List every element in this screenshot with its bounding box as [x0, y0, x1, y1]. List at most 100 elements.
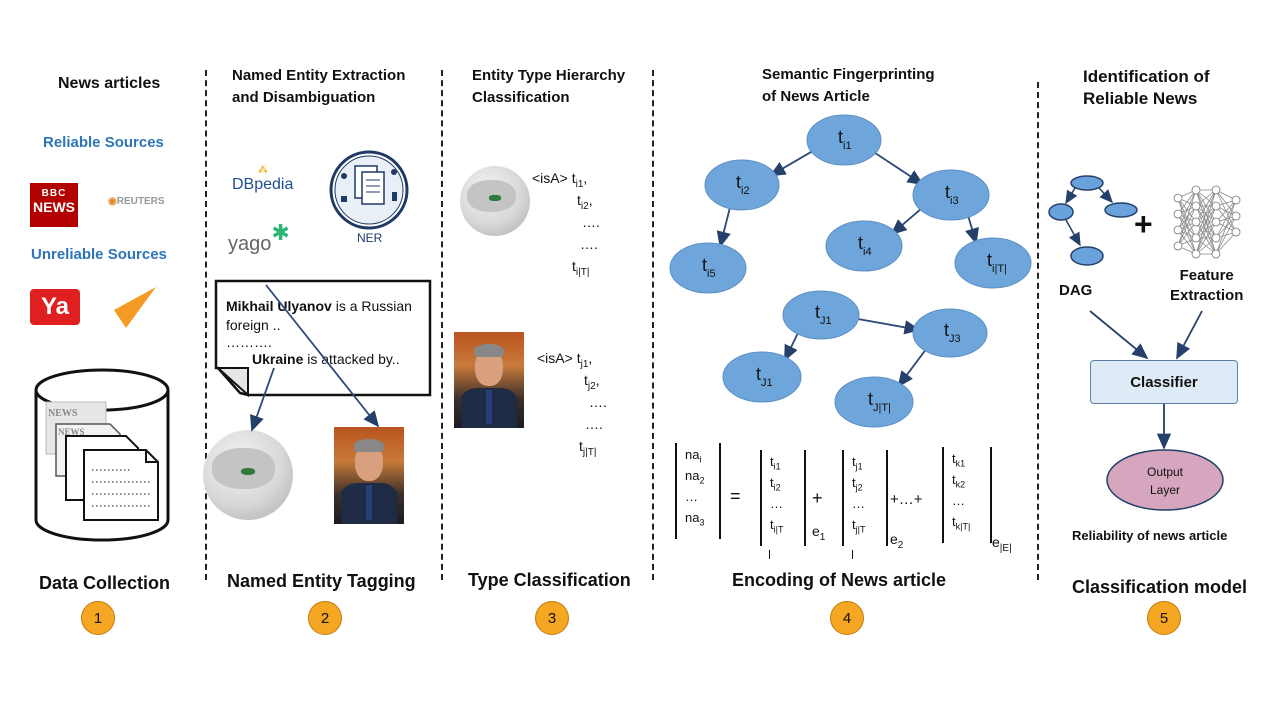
bbc-logo-bottom: NEWS — [33, 199, 75, 215]
feature-extraction-label: Feature Extraction — [1170, 266, 1243, 306]
vector-e3-entry: tk2 — [952, 472, 966, 490]
bbc-logo-top: BBC — [41, 188, 67, 199]
stage-5-title: Classification model — [1072, 577, 1248, 597]
list-j-type-row: …. — [585, 416, 603, 432]
dag-node-tiT: ti|T| — [954, 237, 1032, 289]
news-articles-heading: News articles — [58, 75, 161, 92]
svg-text:NEWS: NEWS — [58, 427, 85, 437]
type-hierarchy-heading: Entity Type Hierarchy Classification — [472, 65, 625, 109]
nn-neuron — [1191, 249, 1201, 259]
dag-edge — [769, 148, 816, 177]
vector-na-entry: … — [685, 489, 698, 504]
yago-logo: yago✱ — [228, 220, 290, 256]
list-j-isa-label: <isA> — [537, 350, 577, 366]
vector-e1-entry: ti|T — [770, 517, 784, 535]
output-layer-label: Output Layer — [1107, 463, 1223, 499]
vector-e3-entry: tk1 — [952, 451, 966, 469]
dag-edge — [716, 206, 731, 248]
dag-node-label: ti2 — [736, 172, 750, 197]
stage-4-title: Encoding of News article — [732, 570, 947, 590]
output-label-line2: Layer — [1149, 483, 1181, 497]
tick-1 — [769, 550, 770, 559]
tick-2 — [852, 550, 853, 559]
callout-text-2: is attacked by.. — [303, 351, 400, 367]
separator-1 — [205, 70, 207, 580]
dag-node-label: ti1 — [838, 127, 852, 152]
vector-e1-entry: ti1 — [770, 454, 781, 472]
list-i-isa-label: <isA> — [532, 170, 572, 186]
dag-node-label: ti5 — [702, 255, 716, 280]
ner-label: NER — [357, 231, 383, 245]
nn-neuron — [1231, 211, 1241, 221]
scalar-eE: e|E| — [992, 534, 1012, 554]
plus-sign: + — [1134, 206, 1153, 242]
dag-node-label: ti3 — [945, 182, 959, 207]
nn-neuron — [1173, 193, 1183, 203]
vector-e1: ti1 ti2 … ti|T — [760, 450, 806, 546]
dag-node-ti1: ti1 — [806, 114, 882, 166]
scalar-e1: e1 — [812, 523, 826, 543]
separator-2 — [441, 70, 443, 580]
classifier-box: Classifier — [1090, 360, 1238, 404]
type-hierarchy-heading-line2: Classification — [472, 89, 570, 106]
dbpedia-logo-text: DBpedia — [232, 176, 294, 193]
dbpedia-logo: ⁂ DBpedia — [232, 166, 293, 194]
vector-e3-entry: … — [952, 493, 965, 508]
dag-node-label: ti4 — [858, 233, 872, 258]
dag-node-label: tJ|T| — [868, 389, 891, 414]
stage-1-title: Data Collection — [39, 573, 171, 593]
nn-neuron — [1173, 209, 1183, 219]
scalar-e2: e2 — [890, 531, 904, 551]
unreliable-sources-label: Unreliable Sources — [31, 246, 167, 263]
callout-line1: Mikhail Ulyanov is a Russian — [226, 298, 412, 314]
vector-e3-entry: tk|T| — [952, 514, 971, 532]
yago-logo-text: yago — [228, 233, 272, 255]
yago-star-icon: ✱ — [271, 220, 290, 245]
type-hierarchy-heading-line1: Entity Type Hierarchy — [472, 67, 626, 84]
dag-edge — [784, 331, 800, 362]
callout-line2: foreign .. — [226, 317, 281, 333]
nn-neuron — [1211, 249, 1221, 259]
dag-node-tJ1: tJ1 — [722, 351, 802, 403]
ned-heading-line1: Named Entity Extraction — [232, 67, 406, 84]
dag-node-ti2: ti2 — [704, 159, 780, 211]
vector-e2-entry: tj|T — [852, 517, 866, 535]
list-i-type-row: …. — [580, 236, 598, 252]
nn-neuron — [1211, 201, 1221, 211]
stage-3-title: Type Classification — [468, 570, 631, 590]
stage-3-badge: 3 — [535, 601, 569, 635]
vector-e2-entry: … — [852, 496, 865, 511]
stage-1-badge: 1 — [81, 601, 115, 635]
vector-e2-entry: tj2 — [852, 475, 863, 493]
classifier-label: Classifier — [1130, 373, 1198, 391]
feature-label-line1: Feature — [1179, 267, 1234, 284]
identification-heading-line1: Identification of — [1083, 67, 1210, 86]
vector-e1-entry: ti2 — [770, 475, 781, 493]
dag-node-tj1: tJ1 — [782, 290, 860, 340]
list-i-type-row: …. — [582, 214, 600, 230]
ukraine-globe-image — [203, 430, 293, 520]
entity-mikhail-ulyanov: Mikhail Ulyanov — [226, 298, 332, 314]
dag-label: DAG — [1059, 282, 1093, 299]
feature-label-line2: Extraction — [1170, 287, 1244, 304]
stage-2-badge: 2 — [308, 601, 342, 635]
yandex-logo: Ya — [30, 289, 80, 325]
vector-e1-entry: … — [770, 496, 783, 511]
reuters-dot-icon: ◉ — [108, 196, 117, 207]
svg-text:NEWS: NEWS — [48, 408, 78, 419]
nn-neuron — [1231, 227, 1241, 237]
callout-line3: Ukraine is attacked by.. — [252, 351, 400, 367]
output-label-line1: Output — [1146, 465, 1184, 479]
dag-edge — [897, 347, 928, 388]
list-j-type-row: …. — [589, 394, 607, 410]
reuters-logo: ◉REUTERS — [108, 196, 165, 207]
list-j-type-row: tj2, — [584, 372, 600, 392]
nn-neuron — [1173, 225, 1183, 235]
ulyanov-photo — [334, 427, 404, 524]
nn-neuron — [1211, 217, 1221, 227]
separator-3 — [652, 70, 654, 580]
dbpedia-dots-icon: ⁂ — [257, 165, 268, 176]
stage-5-badge: 5 — [1147, 601, 1181, 635]
nn-neuron — [1231, 195, 1241, 205]
